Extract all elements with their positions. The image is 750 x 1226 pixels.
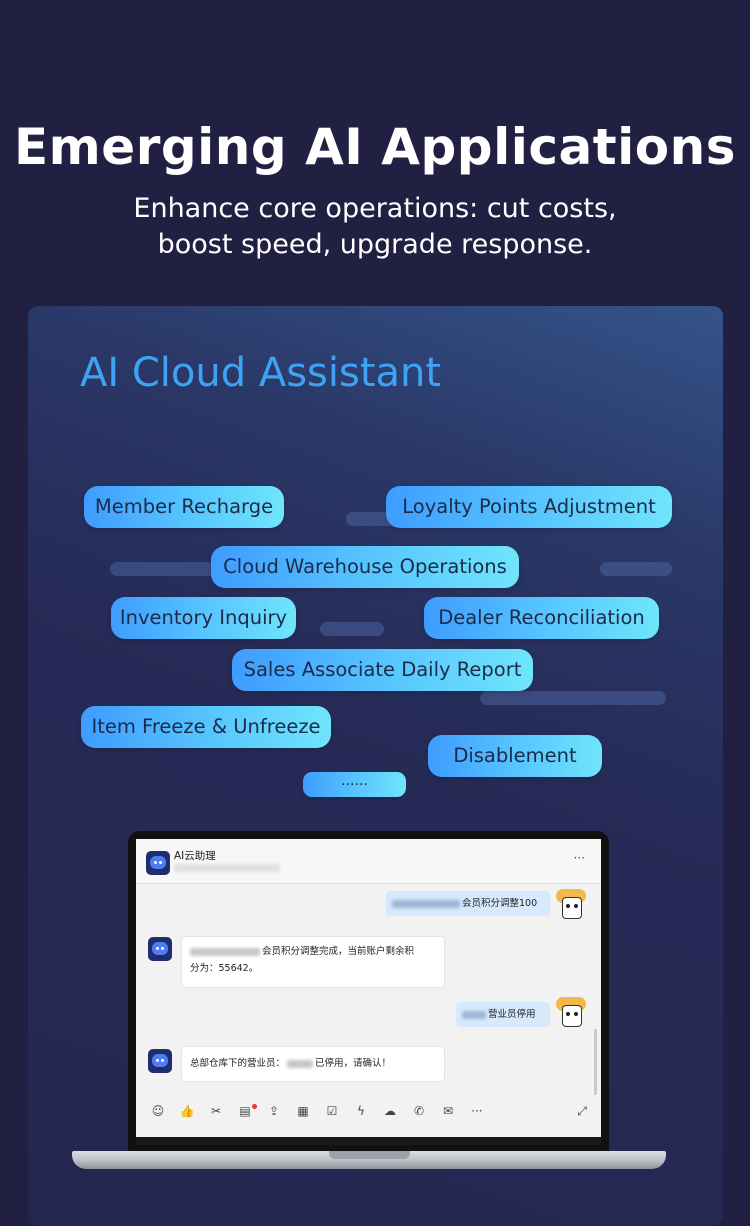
tag-disablement[interactable]: Disablement bbox=[428, 735, 602, 777]
tag-inventory-inquiry[interactable]: Inventory Inquiry bbox=[111, 597, 296, 639]
tag-more[interactable]: ...... bbox=[303, 772, 406, 797]
blurred-account bbox=[190, 947, 260, 956]
laptop-screen: AI云助理 ··· 会员积分调整100 会员积分调整完成，当前账户剩余积 分为：… bbox=[128, 831, 609, 1153]
deco-bar bbox=[320, 622, 384, 636]
chat-subtitle-blurred bbox=[174, 864, 280, 872]
scissors-icon[interactable]: ✂ bbox=[210, 1104, 222, 1118]
user-avatar bbox=[554, 889, 588, 919]
deco-bar bbox=[480, 691, 666, 705]
user-avatar bbox=[554, 997, 588, 1027]
message-incoming: 总部仓库下的营业员：已停用，请确认！ bbox=[181, 1046, 445, 1082]
chat-toolbar: ☺ 👍 ✂ ▤ ⇪ ▦ ☑ ϟ ☁ ✆ ✉ ··· ⤢ bbox=[136, 1101, 601, 1129]
more-icon[interactable]: ··· bbox=[471, 1104, 483, 1118]
like-icon[interactable]: 👍 bbox=[179, 1104, 195, 1118]
assistant-avatar bbox=[146, 851, 170, 875]
assistant-avatar bbox=[148, 1049, 172, 1073]
blurred-account bbox=[392, 899, 460, 908]
tag-loyalty-points-adjustment[interactable]: Loyalty Points Adjustment bbox=[386, 486, 672, 528]
lightning-icon[interactable]: ϟ bbox=[357, 1104, 365, 1118]
emoji-icon[interactable]: ☺ bbox=[151, 1104, 165, 1118]
chat-window: AI云助理 ··· 会员积分调整100 会员积分调整完成，当前账户剩余积 分为：… bbox=[136, 839, 601, 1145]
chat-header: AI云助理 ··· bbox=[136, 839, 601, 884]
upload-icon[interactable]: ⇪ bbox=[268, 1104, 280, 1118]
assistant-avatar bbox=[148, 937, 172, 961]
tag-cloud-warehouse-operations[interactable]: Cloud Warehouse Operations bbox=[211, 546, 519, 588]
blurred-name bbox=[287, 1059, 314, 1068]
hero-subtitle-line-1: Enhance core operations: cut costs, bbox=[133, 193, 617, 224]
blurred-name bbox=[462, 1010, 486, 1019]
message-outgoing: 营业员停用 bbox=[456, 1002, 550, 1027]
mail-icon[interactable]: ✉ bbox=[442, 1104, 454, 1118]
scrollbar[interactable] bbox=[594, 1029, 597, 1095]
card-title: AI Cloud Assistant bbox=[80, 350, 442, 396]
note-icon[interactable]: ▤ bbox=[239, 1104, 251, 1118]
phone-icon[interactable]: ✆ bbox=[413, 1104, 425, 1118]
tag-dealer-reconciliation[interactable]: Dealer Reconciliation bbox=[424, 597, 659, 639]
task-icon[interactable]: ☑ bbox=[326, 1104, 338, 1118]
tag-item-freeze-unfreeze[interactable]: Item Freeze & Unfreeze bbox=[81, 706, 331, 748]
laptop-notch bbox=[329, 1151, 410, 1159]
screen-bottom-strip bbox=[136, 1137, 601, 1145]
message-incoming: 会员积分调整完成，当前账户剩余积 分为：55642。 bbox=[181, 936, 445, 988]
deco-bar bbox=[600, 562, 672, 576]
cloud-icon[interactable]: ☁ bbox=[384, 1104, 396, 1118]
deco-bar bbox=[110, 562, 220, 576]
hero-subtitle-line-2: boost speed, upgrade response. bbox=[157, 229, 593, 260]
expand-icon[interactable]: ⤢ bbox=[577, 1104, 587, 1118]
message-outgoing: 会员积分调整100 bbox=[386, 891, 550, 916]
more-options-icon[interactable]: ··· bbox=[573, 851, 585, 865]
hero-title: Emerging AI Applications bbox=[14, 118, 736, 176]
notification-dot bbox=[252, 1104, 257, 1109]
tag-member-recharge[interactable]: Member Recharge bbox=[84, 486, 284, 528]
tag-sales-associate-daily-report[interactable]: Sales Associate Daily Report bbox=[232, 649, 533, 691]
calendar-icon[interactable]: ▦ bbox=[297, 1104, 309, 1118]
chat-title: AI云助理 bbox=[174, 850, 216, 862]
laptop-base bbox=[72, 1151, 666, 1169]
